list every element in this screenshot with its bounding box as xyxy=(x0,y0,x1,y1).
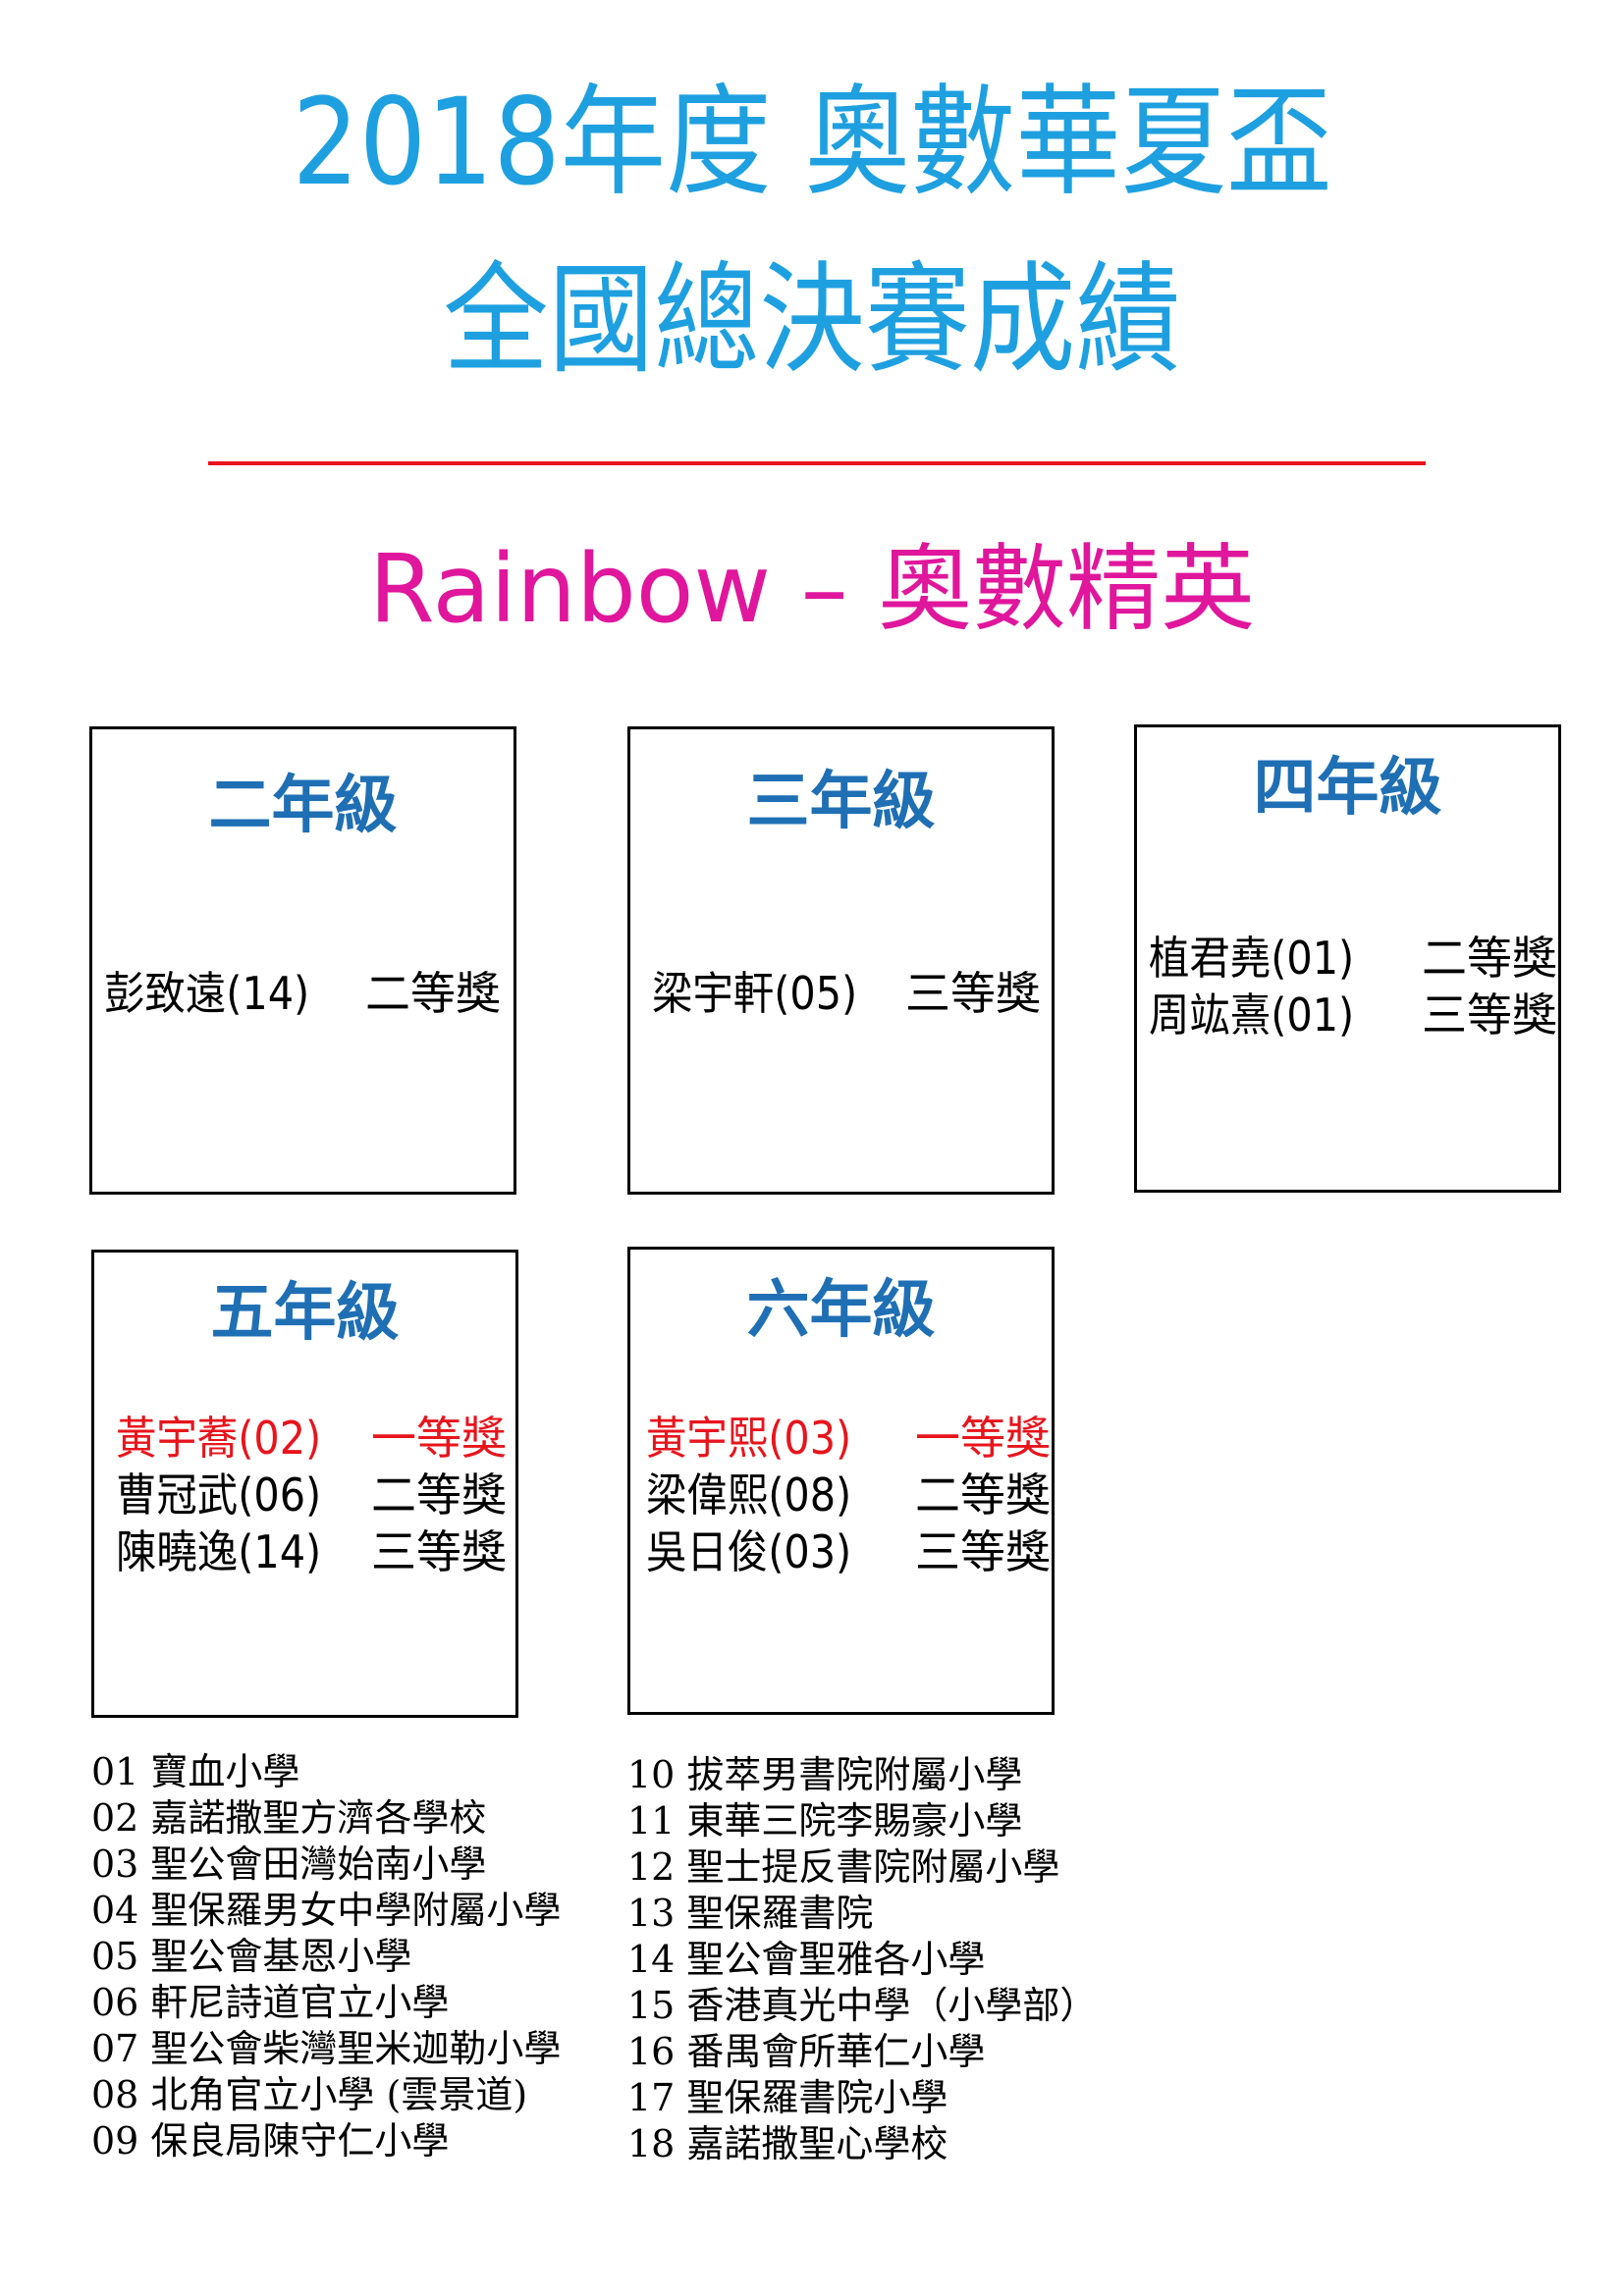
school-list-right: 10 拔萃男書院附屬小學 11 東華三院李賜豪小學 12 聖士提反書院附屬小學 … xyxy=(627,1752,1097,2167)
result-entry: 彭致遠(14) 二等獎 xyxy=(92,965,514,1022)
school-list-left: 01 寶血小學 02 嘉諾撒聖方濟各學校 03 聖公會田灣始南小學 04 聖保羅… xyxy=(91,1749,561,2164)
award-level: 一等獎 xyxy=(371,1412,507,1465)
grade-title: 六年級 xyxy=(746,1274,936,1347)
school-item: 16 番禺會所華仁小學 xyxy=(627,2030,986,2073)
student-name: 梁宇軒(05) xyxy=(652,967,858,1020)
award-level: 三等獎 xyxy=(1422,988,1557,1041)
school-item: 01 寶血小學 xyxy=(91,1750,300,1793)
grade-box-5: 五年級 黃宇蕎(02) 一等獎 曹冠武(06) 二等獎 陳曉逸(14) 三等獎 xyxy=(91,1250,518,1718)
student-name: 黃宇熙(03) xyxy=(646,1412,852,1465)
student-name: 陳曉逸(14) xyxy=(116,1525,322,1578)
student-name: 梁偉熙(08) xyxy=(646,1468,852,1522)
result-entry: 植君堯(01) 二等獎 xyxy=(1137,930,1558,987)
result-entry: 吳日俊(03) 三等獎 xyxy=(630,1523,1052,1580)
grade-box-2: 二年級 彭致遠(14) 二等獎 xyxy=(89,726,516,1195)
result-entry: 曹冠武(06) 二等獎 xyxy=(94,1467,515,1523)
student-name: 彭致遠(14) xyxy=(104,967,310,1020)
award-level: 三等獎 xyxy=(905,967,1041,1020)
school-item: 03 聖公會田灣始南小學 xyxy=(91,1842,487,1886)
school-item: 15 香港真光中學（小學部） xyxy=(627,1984,1098,2027)
school-item: 07 聖公會柴灣聖米迦勒小學 xyxy=(91,2027,562,2070)
grade-box-6: 六年級 黃宇熙(03) 一等獎 梁偉熙(08) 二等獎 吳日俊(03) 三等獎 xyxy=(627,1247,1055,1715)
title-divider xyxy=(208,461,1426,465)
result-entry: 周竑熹(01) 三等獎 xyxy=(1137,987,1558,1043)
result-entry: 梁宇軒(05) 三等獎 xyxy=(630,965,1052,1022)
school-item: 12 聖士提反書院附屬小學 xyxy=(627,1845,1060,1889)
school-item: 09 保良局陳守仁小學 xyxy=(91,2119,450,2163)
school-item: 10 拔萃男書院附屬小學 xyxy=(627,1753,1023,1796)
school-item: 18 嘉諾撒聖心學校 xyxy=(627,2122,948,2165)
page-title-line1: 2018年度 奧數華夏盃 xyxy=(292,73,1332,212)
grade-title: 四年級 xyxy=(1253,752,1442,825)
award-level: 三等獎 xyxy=(371,1525,507,1578)
student-name: 周竑熹(01) xyxy=(1149,988,1355,1041)
award-level: 二等獎 xyxy=(371,1468,507,1522)
result-entry: 黃宇熙(03) 一等獎 xyxy=(630,1410,1052,1467)
award-level: 二等獎 xyxy=(365,967,501,1020)
result-entry: 黃宇蕎(02) 一等獎 xyxy=(94,1410,515,1467)
award-level: 一等獎 xyxy=(915,1412,1051,1465)
student-name: 曹冠武(06) xyxy=(116,1468,322,1522)
school-item: 13 聖保羅書院 xyxy=(627,1892,874,1935)
school-item: 08 北角官立小學 (雲景道) xyxy=(91,2073,528,2116)
result-entry: 陳曉逸(14) 三等獎 xyxy=(94,1523,515,1580)
school-item: 06 軒尼詩道官立小學 xyxy=(91,1981,450,2024)
grade-title: 二年級 xyxy=(208,770,398,842)
page-title-line2: 全國總決賽成績 xyxy=(443,250,1181,390)
school-item: 05 聖公會基恩小學 xyxy=(91,1935,412,1978)
grade-title: 五年級 xyxy=(210,1277,400,1350)
school-item: 04 聖保羅男女中學附屬小學 xyxy=(91,1889,562,1932)
student-name: 吳日俊(03) xyxy=(646,1525,852,1578)
school-item: 11 東華三院李賜豪小學 xyxy=(627,1799,1023,1842)
award-level: 二等獎 xyxy=(915,1468,1051,1522)
result-entry: 梁偉熙(08) 二等獎 xyxy=(630,1467,1052,1523)
grade-title: 三年級 xyxy=(746,766,936,838)
school-item: 02 嘉諾撒聖方濟各學校 xyxy=(91,1796,487,1840)
award-level: 二等獎 xyxy=(1422,932,1557,985)
school-item: 14 聖公會聖雅各小學 xyxy=(627,1938,986,1981)
page-subtitle: Rainbow – 奧數精英 xyxy=(368,534,1256,644)
grade-box-3: 三年級 梁宇軒(05) 三等獎 xyxy=(627,726,1055,1195)
student-name: 植君堯(01) xyxy=(1149,932,1355,985)
grade-box-4: 四年級 植君堯(01) 二等獎 周竑熹(01) 三等獎 xyxy=(1134,724,1561,1193)
award-level: 三等獎 xyxy=(915,1525,1051,1578)
school-item: 17 聖保羅書院小學 xyxy=(627,2076,948,2119)
student-name: 黃宇蕎(02) xyxy=(116,1412,322,1465)
